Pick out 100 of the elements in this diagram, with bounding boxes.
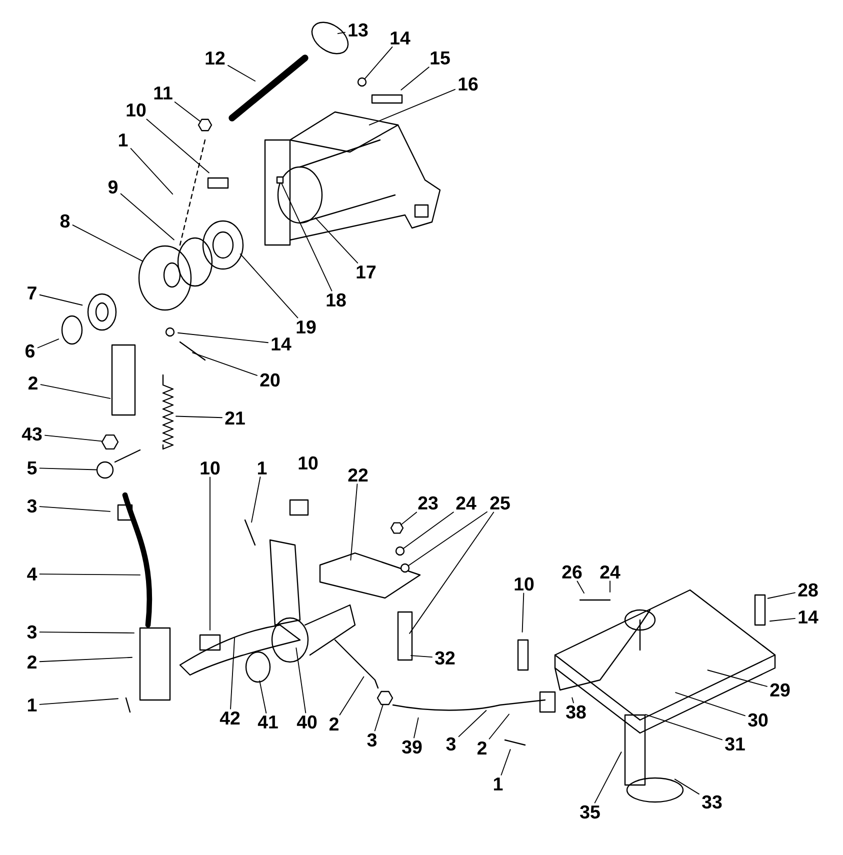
callout-number: 8 — [60, 214, 70, 228]
callout-number: 14 — [798, 610, 818, 624]
nut — [390, 522, 404, 534]
leader-line — [594, 752, 622, 804]
leader-line — [240, 253, 298, 318]
leader-line — [576, 580, 584, 594]
leader-line — [251, 476, 261, 523]
callout-number: 3 — [27, 625, 36, 639]
callout-number: 24 — [600, 565, 620, 579]
callout-number: 32 — [435, 651, 455, 665]
callout-number: 1 — [258, 462, 267, 474]
callout-number: 1 — [118, 134, 128, 146]
leader-line — [409, 512, 494, 634]
leader-line — [403, 512, 454, 549]
washer — [96, 461, 114, 479]
callout-number: 12 — [206, 51, 225, 65]
callout-number: 11 — [154, 86, 172, 100]
callout-number: 2 — [477, 741, 486, 755]
callout-number: 24 — [456, 496, 476, 510]
leader-line — [400, 66, 430, 90]
callout-number: 10 — [514, 577, 534, 591]
leader-line — [39, 656, 132, 662]
callout-number: 9 — [108, 180, 118, 194]
callout-number: 16 — [458, 77, 478, 91]
washer — [400, 563, 410, 573]
callout-number: 19 — [296, 320, 316, 334]
leader-line — [146, 118, 210, 174]
leader-line — [337, 32, 346, 34]
callout-number: 7 — [28, 286, 36, 300]
leader-line — [40, 384, 111, 399]
callout-number: 14 — [390, 32, 410, 44]
leader-line — [770, 618, 796, 622]
leader-line — [675, 692, 746, 716]
callout-number: 41 — [258, 716, 278, 728]
callout-number: 17 — [356, 266, 376, 278]
callout-number: 2 — [27, 655, 36, 669]
leader-line — [296, 647, 306, 714]
callout-number: 33 — [702, 795, 722, 809]
nut — [198, 118, 212, 132]
washer — [395, 546, 405, 556]
leader-line — [39, 294, 83, 306]
callout-number: 31 — [725, 737, 745, 751]
leader-line — [120, 193, 174, 240]
leader-line — [281, 183, 332, 292]
leader-line — [176, 416, 222, 418]
leader-line — [572, 697, 574, 704]
callout-number: 1 — [494, 778, 503, 790]
callout-number: 43 — [22, 427, 42, 441]
nut — [101, 434, 119, 450]
leader-line — [230, 638, 236, 710]
leader-line — [488, 714, 510, 740]
callout-number: 15 — [430, 52, 450, 65]
callout-number: 25 — [490, 496, 510, 510]
callout-number: 3 — [27, 499, 36, 513]
leader-line — [414, 717, 419, 738]
leader-line — [364, 46, 393, 79]
callout-number: 10 — [298, 456, 318, 470]
callout-number: 1 — [28, 698, 37, 712]
callout-number: 13 — [348, 23, 368, 37]
leader-line — [645, 714, 722, 740]
leader-line — [174, 102, 200, 122]
leader-line — [374, 704, 384, 732]
leader-line — [500, 749, 511, 776]
callout-number: 14 — [272, 338, 292, 350]
callout-number: 42 — [220, 711, 240, 725]
leader-line — [368, 88, 456, 126]
leader-line — [39, 506, 110, 512]
leader-line — [350, 484, 358, 560]
callout-number: 22 — [348, 468, 368, 482]
leader-line — [767, 592, 796, 599]
callout-number: 29 — [770, 683, 790, 697]
callout-number: 23 — [418, 496, 438, 510]
leader-line — [39, 468, 97, 470]
callout-number: 35 — [580, 805, 600, 819]
callout-number: 38 — [566, 705, 586, 719]
leader-line — [339, 676, 364, 716]
callout-number: 3 — [446, 737, 456, 751]
leader-line — [315, 217, 358, 264]
callout-number: 20 — [260, 373, 280, 387]
leader-line — [674, 778, 700, 795]
callout-number: 6 — [26, 344, 35, 358]
leader-line — [37, 338, 60, 348]
leader-line — [522, 592, 524, 632]
callout-number: 3 — [367, 733, 377, 747]
leader-line — [130, 148, 174, 195]
leader-line — [39, 632, 134, 634]
callout-number: 4 — [27, 568, 38, 580]
callout-number: 5 — [27, 462, 37, 475]
nut — [376, 690, 394, 706]
callout-number: 26 — [562, 565, 582, 579]
pin — [276, 176, 284, 184]
leader-line — [44, 434, 102, 442]
callout-number: 10 — [200, 461, 220, 475]
callout-number: 10 — [126, 103, 146, 117]
washer — [357, 77, 367, 87]
leader-line — [707, 670, 768, 687]
leader-line — [228, 64, 256, 82]
leader-line — [259, 680, 267, 714]
callout-number: 21 — [225, 411, 245, 425]
leader-line — [408, 511, 488, 566]
